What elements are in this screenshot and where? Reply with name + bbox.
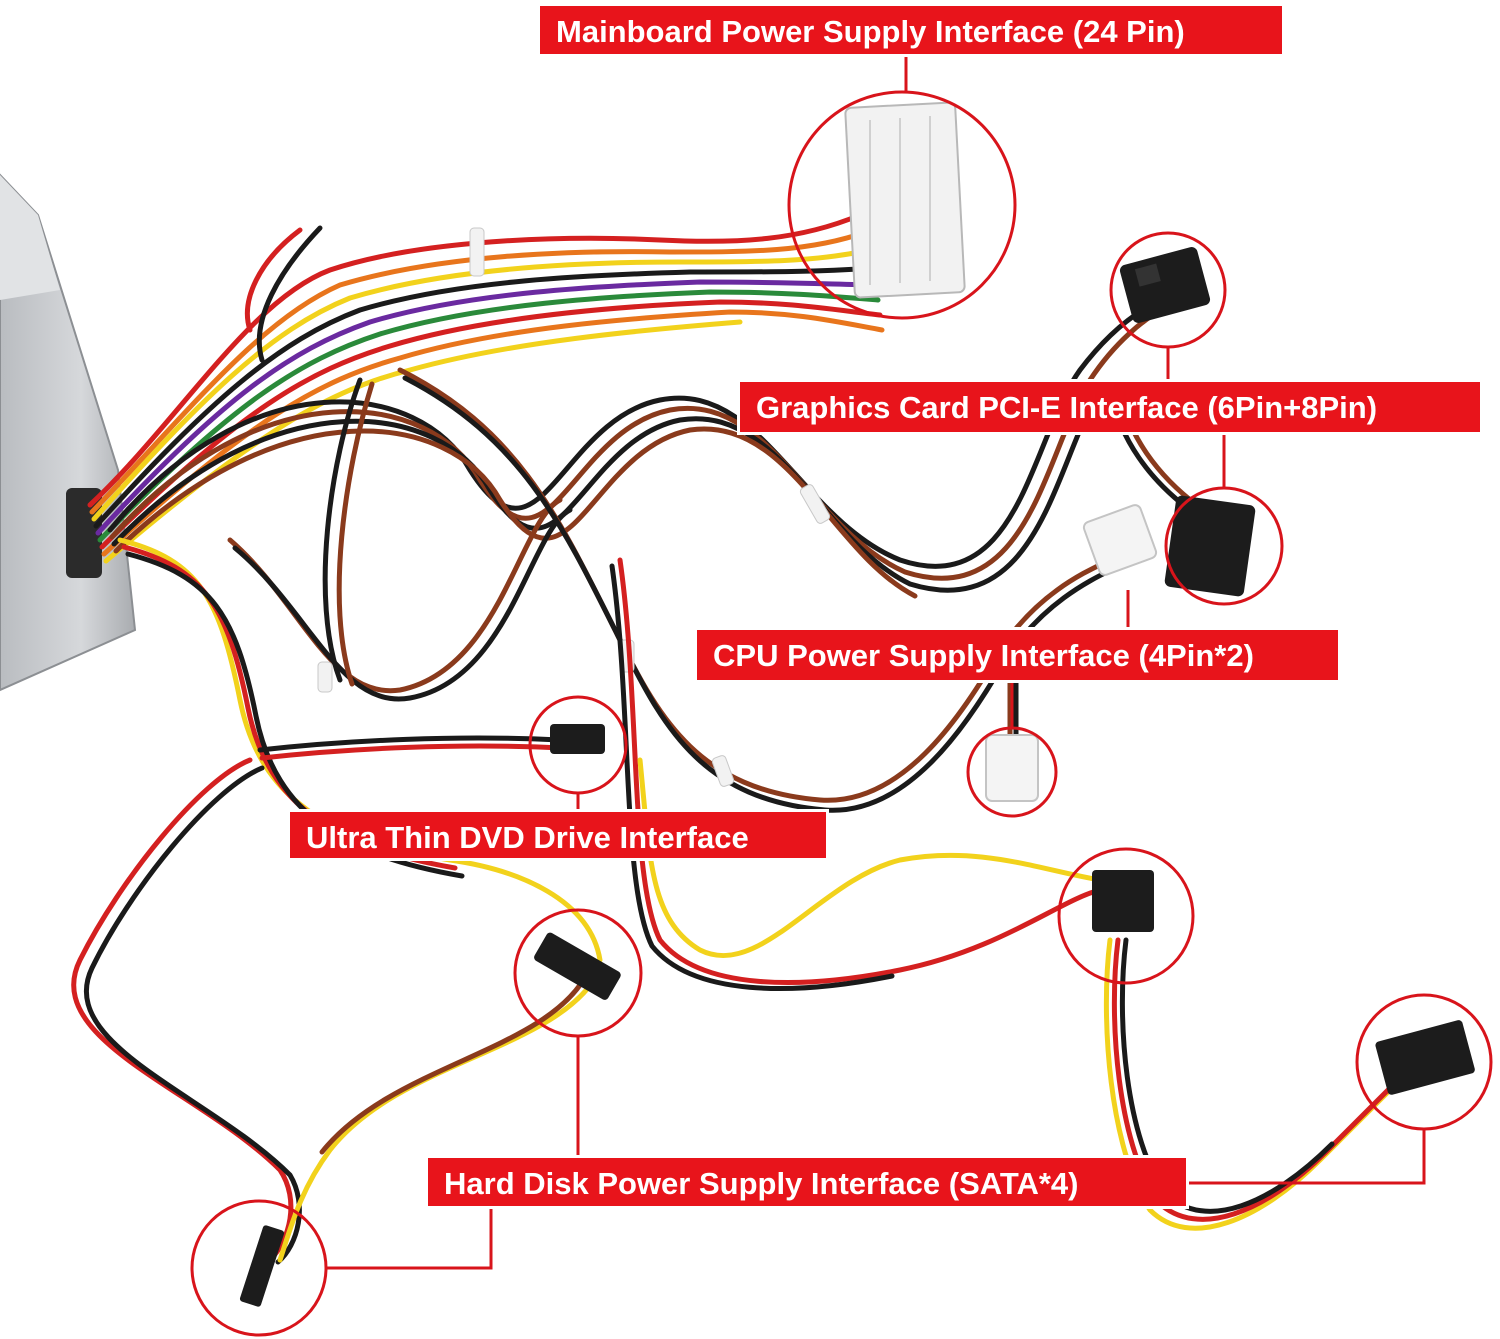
- sata-harness: [71, 537, 1429, 1265]
- pcie-6pin-connector: [1119, 247, 1211, 323]
- callout-circle-24pin: [787, 90, 1017, 320]
- 24pin-connector: [844, 101, 966, 299]
- callout-circle-sata-2: [1057, 847, 1195, 985]
- dvd-connector: [550, 724, 605, 754]
- callout-circles: [190, 90, 1493, 1337]
- sata-connector-1: [534, 932, 621, 1000]
- label-sata-hdd: Hard Disk Power Supply Interface (SATA*4…: [428, 1158, 1186, 1206]
- cable-tie: [711, 755, 735, 787]
- label-cpu-4pin: CPU Power Supply Interface (4Pin*2): [697, 630, 1338, 680]
- cable-tie: [799, 484, 831, 524]
- label-dvd-drive: Ultra Thin DVD Drive Interface: [290, 812, 826, 858]
- label-graphics-pcie: Graphics Card PCI-E Interface (6Pin+8Pin…: [740, 382, 1480, 432]
- callout-lines: [326, 54, 1426, 1270]
- cpu-4pin-connector-1: [1082, 504, 1158, 576]
- pcie-8pin-connector: [1164, 495, 1256, 597]
- cable-tie: [317, 661, 333, 693]
- sata-connector-2: [1092, 870, 1154, 932]
- sata-connector-4: [239, 1225, 285, 1307]
- main-24pin-bundle: [87, 212, 885, 564]
- sata-connector-3: [1375, 1020, 1475, 1095]
- cable-tie: [469, 227, 485, 277]
- cpu-4pin-connector-2: [985, 734, 1039, 802]
- psu-unit: [0, 173, 137, 692]
- label-mainboard-24pin: Mainboard Power Supply Interface (24 Pin…: [540, 6, 1282, 54]
